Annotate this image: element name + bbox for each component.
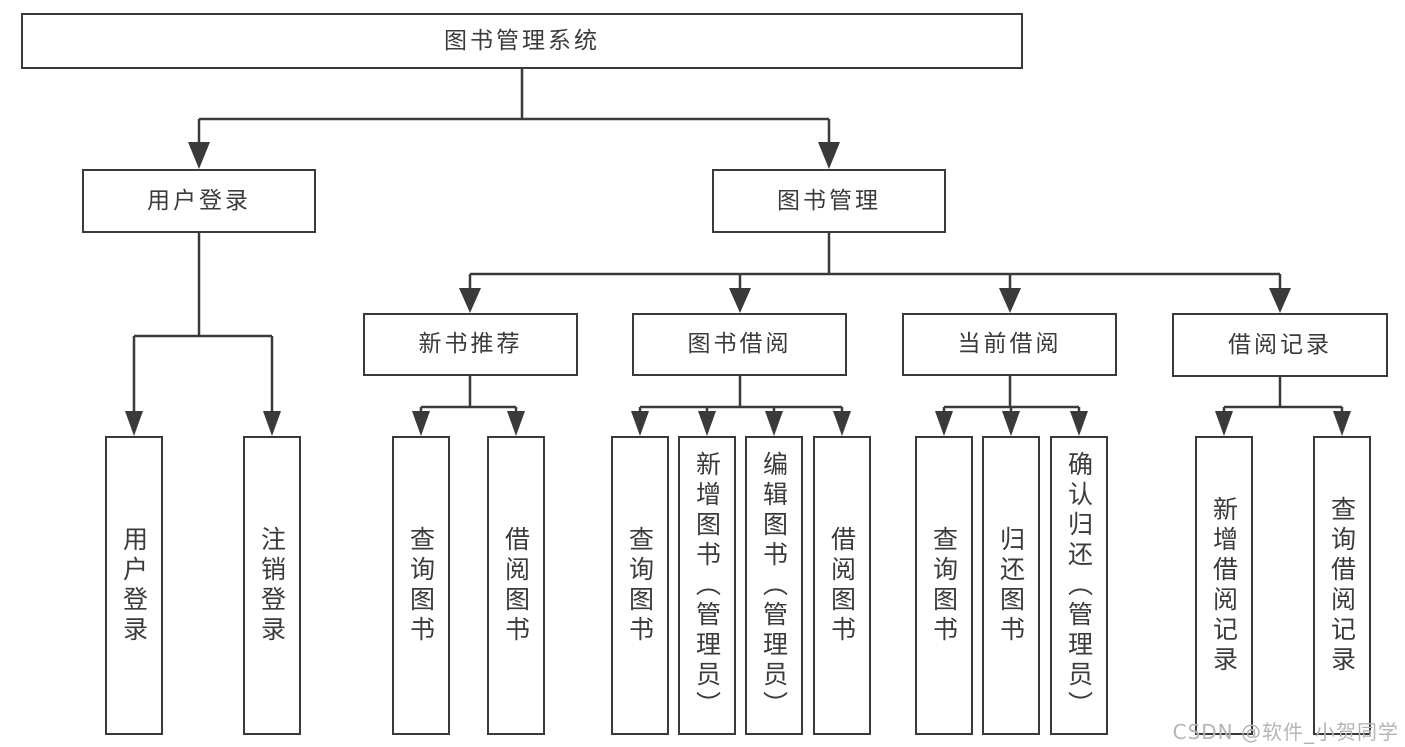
node-label: 图书借阅: [687, 331, 792, 357]
connector-lines: [132, 68, 1344, 414]
node-label: 注销登录: [257, 525, 287, 646]
node-label: 查询借阅记录: [1327, 495, 1357, 676]
leaf-add-books-admin: 新增图书（管理员）: [678, 436, 736, 735]
node-label: 查询图书: [929, 525, 959, 646]
leaf-query-borrow-record: 查询借阅记录: [1313, 436, 1371, 735]
node-book-borrowing: 图书借阅: [632, 313, 847, 376]
node-label: 新增借阅记录: [1209, 495, 1239, 676]
node-library-management-system: 图书管理系统: [21, 13, 1023, 69]
node-new-book-recommendation: 新书推荐: [363, 313, 578, 376]
node-label: 借阅图书: [827, 525, 857, 646]
node-label: 确认归还（管理员）: [1064, 450, 1094, 721]
leaf-logout: 注销登录: [243, 436, 301, 735]
node-label: 图书管理: [777, 187, 881, 214]
leaf-confirm-return-admin: 确认归还（管理员）: [1050, 436, 1108, 735]
node-label: 编辑图书（管理员）: [759, 450, 789, 721]
node-label: 用户登录: [119, 525, 149, 646]
node-label: 查询图书: [406, 525, 436, 646]
node-user-login: 用户登录: [82, 169, 316, 233]
node-label: 查询图书: [625, 525, 655, 646]
node-label: 借阅图书: [501, 525, 531, 646]
node-borrowing-records: 借阅记录: [1172, 313, 1388, 377]
node-label: 当前借阅: [957, 331, 1062, 357]
leaf-query-books-current: 查询图书: [915, 436, 973, 735]
leaf-add-borrow-record: 新增借阅记录: [1195, 436, 1253, 735]
node-label: 用户登录: [147, 187, 251, 214]
leaf-edit-books-admin: 编辑图书（管理员）: [745, 436, 803, 735]
node-book-management: 图书管理: [712, 169, 946, 233]
leaf-query-books-recommend: 查询图书: [392, 436, 450, 735]
node-label: 归还图书: [996, 525, 1026, 646]
node-label: 新增图书（管理员）: [692, 450, 722, 721]
node-label: 借阅记录: [1228, 331, 1332, 358]
node-label: 图书管理系统: [444, 27, 600, 54]
leaf-query-books-borrowing: 查询图书: [611, 436, 669, 735]
csdn-watermark: CSDN @软件_小贺同学: [1172, 720, 1399, 744]
leaf-borrow-books-recommend: 借阅图书: [487, 436, 545, 735]
arrowheads: [125, 142, 1351, 436]
leaf-borrow-books: 借阅图书: [813, 436, 871, 735]
node-label: 新书推荐: [418, 331, 523, 357]
node-current-borrowing: 当前借阅: [902, 313, 1117, 376]
leaf-user-login: 用户登录: [105, 436, 163, 735]
leaf-return-books: 归还图书: [982, 436, 1040, 735]
